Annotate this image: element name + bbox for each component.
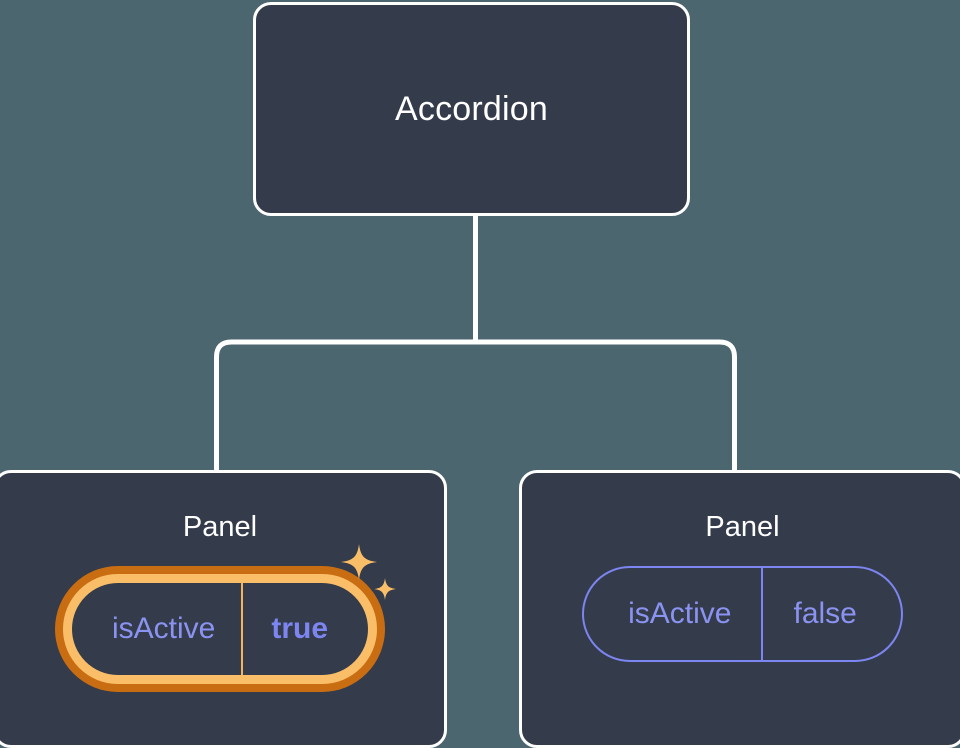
prop-value: true [241,583,368,675]
prop-pill-wrapper: isActive true [54,544,397,692]
node-panel-active[interactable]: Panel isActive true [0,470,447,748]
pill-core: isActive true [71,583,369,675]
node-title: Panel [182,511,258,543]
node-accordion[interactable]: Accordion [253,2,690,216]
prop-key: isActive [111,612,216,645]
prop-pill-wrapper: isActive false [582,566,903,662]
pill-highlight-band: isActive true [62,574,378,684]
prop-value: false [761,568,900,660]
node-panel-inactive[interactable]: Panel isActive false [519,470,960,748]
prop-pill-is-active[interactable]: isActive true [54,566,386,692]
prop-pill-is-active[interactable]: isActive false [582,566,903,662]
prop-key: isActive [628,597,732,630]
node-title: Panel [705,511,780,543]
node-title: Accordion [395,90,548,128]
